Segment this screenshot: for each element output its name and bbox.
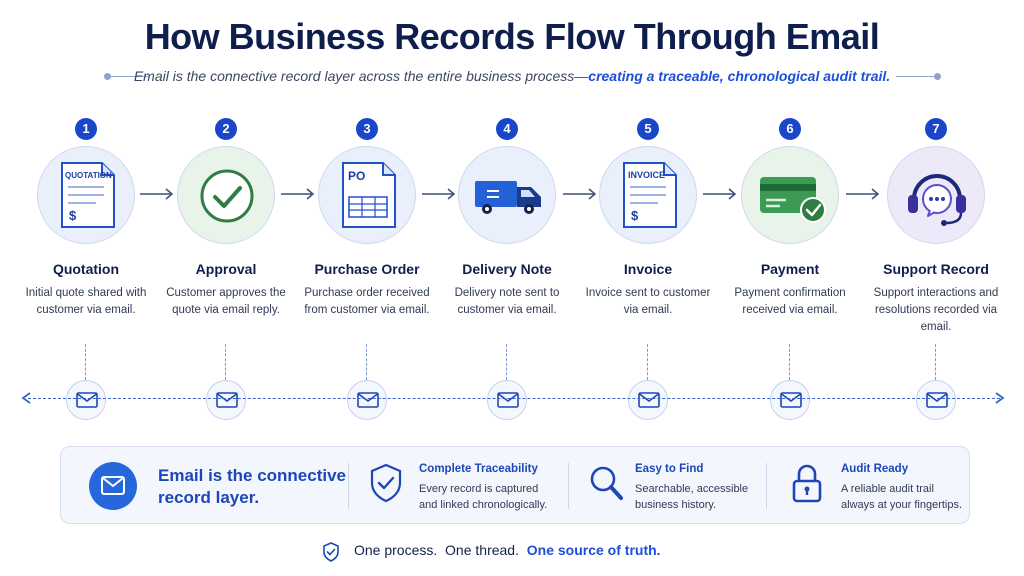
step-description: Customer approves the quote via email re… bbox=[166, 287, 286, 316]
feature-title: Complete Traceability bbox=[419, 463, 538, 475]
subtitle: Email is the connective record layer acr… bbox=[0, 68, 1024, 84]
payment-card-icon bbox=[741, 146, 839, 244]
footer-part-2: One thread. bbox=[445, 542, 519, 558]
footer-part-3: One source of truth. bbox=[526, 542, 661, 558]
envelope-icon bbox=[89, 462, 137, 510]
invoice-doc-symbol: $ bbox=[631, 208, 639, 223]
footer-text: One process. One thread. One source of t… bbox=[354, 542, 661, 558]
feature-description-line: and linked chronologically. bbox=[419, 499, 548, 511]
step-number: 7 bbox=[925, 118, 947, 140]
feature-description-line: always at your fingertips. bbox=[841, 499, 963, 511]
summary-panel: Email is the connective record layer. Co… bbox=[60, 446, 970, 524]
feature-title: Easy to Find bbox=[635, 463, 704, 475]
arrow-right-icon bbox=[703, 188, 737, 200]
subtitle-left-dot bbox=[104, 73, 111, 80]
step-description: Payment confirmation received via email. bbox=[734, 287, 846, 316]
quotation-doc-symbol: $ bbox=[69, 208, 77, 223]
email-timeline bbox=[28, 398, 1000, 399]
connector-line bbox=[366, 344, 367, 380]
footer-tagline: One process. One thread. One source of t… bbox=[0, 542, 1024, 562]
step-description: Invoice sent to customer via email. bbox=[585, 287, 711, 316]
panel-headline: Email is the connective record layer. bbox=[158, 466, 347, 507]
feature-description-line: A reliable audit trail bbox=[841, 483, 934, 495]
subtitle-text: Email is the connective record layer acr… bbox=[133, 68, 589, 84]
feature-description-line: Every record is captured bbox=[419, 483, 539, 495]
step-title: Invoice bbox=[623, 261, 673, 277]
po-doc-label: PO bbox=[348, 169, 365, 183]
feature-description-line: business history. bbox=[635, 499, 717, 511]
connector-line bbox=[935, 344, 936, 380]
step-number: 1 bbox=[75, 118, 97, 140]
connector-line bbox=[789, 344, 790, 380]
connector-line bbox=[647, 344, 648, 380]
step-title: Delivery Note bbox=[462, 261, 552, 277]
connector-line bbox=[506, 344, 507, 380]
purchase-order-document-icon: PO bbox=[318, 146, 416, 244]
arrow-right-icon bbox=[563, 188, 597, 200]
envelope-icon bbox=[628, 380, 668, 420]
subtitle-right-rule bbox=[896, 76, 936, 77]
panel-divider bbox=[348, 463, 349, 509]
delivery-truck-icon bbox=[458, 146, 556, 244]
timeline-right-arrow-icon bbox=[995, 392, 1005, 404]
magnifier-icon bbox=[590, 466, 623, 500]
envelope-icon bbox=[487, 380, 527, 420]
step-description: Delivery note sent to customer via email… bbox=[454, 287, 560, 316]
quotation-document-icon: QUOTATION $ bbox=[37, 146, 135, 244]
step-title: Quotation bbox=[52, 261, 120, 277]
feature-description: A reliable audit trail always at your fi… bbox=[841, 481, 962, 513]
step-number: 2 bbox=[215, 118, 237, 140]
feature-description: Every record is captured and linked chro… bbox=[419, 481, 547, 513]
step-title: Approval bbox=[195, 261, 257, 277]
envelope-icon bbox=[770, 380, 810, 420]
step-description: Support interactions and resolutions rec… bbox=[873, 287, 999, 333]
invoice-doc-label: INVOICE bbox=[628, 170, 665, 180]
subtitle-row: Email is the connective record layer acr… bbox=[0, 68, 1024, 88]
footer-part-1: One process. bbox=[354, 542, 438, 558]
feature-description: Searchable, accessible business history. bbox=[635, 481, 748, 513]
subtitle-right-dot bbox=[934, 73, 941, 80]
feature-title: Audit Ready bbox=[841, 463, 909, 475]
step-title: Purchase Order bbox=[314, 261, 420, 277]
step-number: 6 bbox=[779, 118, 801, 140]
envelope-icon bbox=[916, 380, 956, 420]
envelope-icon bbox=[66, 380, 106, 420]
headset-chat-icon bbox=[887, 146, 985, 244]
quotation-doc-label: QUOTATION bbox=[65, 171, 112, 180]
step-description: Initial quote shared with customer via e… bbox=[25, 287, 147, 316]
padlock-icon bbox=[792, 464, 822, 503]
shield-check-icon bbox=[323, 542, 339, 562]
step-number: 5 bbox=[637, 118, 659, 140]
arrow-right-icon bbox=[140, 188, 174, 200]
subtitle-emphasis: creating a traceable, chronological audi… bbox=[588, 68, 891, 84]
step-title: Support Record bbox=[883, 261, 989, 277]
arrow-right-icon bbox=[281, 188, 315, 200]
feature-description-line: Searchable, accessible bbox=[635, 483, 749, 495]
envelope-icon bbox=[206, 380, 246, 420]
panel-divider bbox=[766, 463, 767, 509]
arrow-right-icon bbox=[422, 188, 456, 200]
shield-check-icon bbox=[370, 463, 402, 503]
check-circle-icon bbox=[177, 146, 275, 244]
step-number: 3 bbox=[356, 118, 378, 140]
arrow-right-icon bbox=[846, 188, 880, 200]
step-description: Purchase order received from customer vi… bbox=[304, 287, 430, 316]
step-number: 4 bbox=[496, 118, 518, 140]
envelope-icon bbox=[347, 380, 387, 420]
invoice-document-icon: INVOICE $ bbox=[599, 146, 697, 244]
timeline-left-arrow-icon bbox=[21, 392, 31, 404]
subtitle-left-rule bbox=[108, 76, 148, 77]
panel-divider bbox=[568, 463, 569, 509]
connector-line bbox=[85, 344, 86, 380]
page-title: How Business Records Flow Through Email bbox=[144, 16, 880, 57]
connector-line bbox=[225, 344, 226, 380]
step-title: Payment bbox=[760, 261, 820, 277]
